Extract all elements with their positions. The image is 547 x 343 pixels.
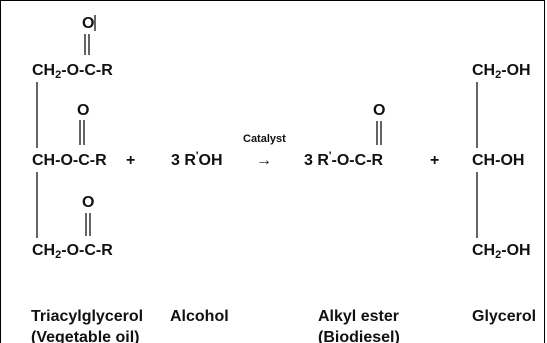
triacyl-row-3: CH2-O-C-R: [32, 242, 113, 261]
plus-sign-2: +: [430, 152, 439, 169]
glycerol-row-3: CH2-OH: [472, 242, 531, 261]
biodiesel-label: (Biodiesel): [318, 329, 400, 343]
oxygen-atom-3: O: [82, 194, 94, 211]
reaction-arrow: →: [256, 152, 272, 169]
oxygen-atom-2: O: [77, 102, 89, 119]
alkyl-ester-label: Alkyl ester: [318, 308, 399, 325]
alkyl-ester-formula: 3 R'-O-C-R: [304, 150, 384, 169]
catalyst-label: Catalyst: [243, 133, 286, 145]
triacyl-row-2: CH-O-C-R: [32, 152, 107, 169]
oxygen-atom-4: O: [373, 102, 385, 119]
triacyl-row-1: CH2-O-C-R: [32, 62, 113, 81]
glycerol-row-1: CH2-OH: [472, 62, 531, 81]
glycerol-label: Glycerol: [472, 308, 536, 325]
alcohol-label: Alcohol: [170, 308, 229, 325]
triacylglycerol-label: Triacylglycerol: [31, 308, 143, 325]
glycerol-row-2: CH-OH: [472, 152, 524, 169]
vegetable-oil-label: (Vegetable oil): [31, 329, 139, 343]
alcohol-formula: 3 R'OH: [171, 150, 223, 169]
oxygen-atom-1: O: [82, 15, 94, 32]
plus-sign-1: +: [126, 152, 135, 169]
